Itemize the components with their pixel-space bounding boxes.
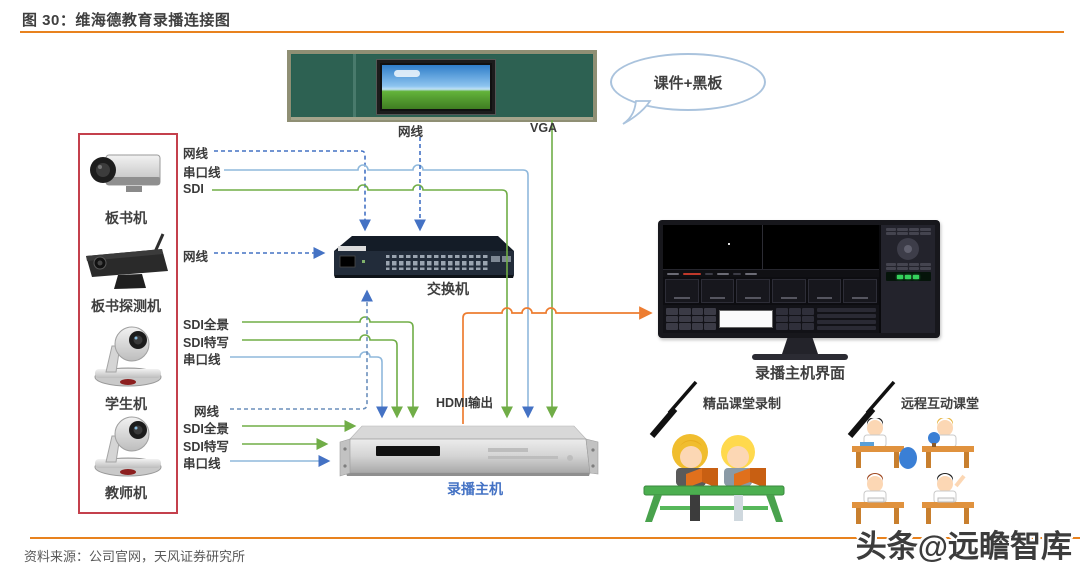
monitor-clock <box>885 272 931 281</box>
monitor-preview-panes <box>663 225 879 271</box>
cable-label-board-sdi: SDI <box>183 182 204 196</box>
line-board-sdi <box>212 184 513 419</box>
line-student-sdi-close <box>242 334 403 419</box>
figure-title: 图 30：维海德教育录播连接图 <box>22 12 231 29</box>
teacher-camera-label: 教师机 <box>105 485 147 501</box>
cable-label-board-net: 网线 <box>183 147 209 161</box>
monitor-stand <box>782 338 818 354</box>
footer-underline <box>30 537 1080 539</box>
cable-label-detector-net: 网线 <box>183 250 209 264</box>
watermark: 头条@远瞻智库 <box>855 529 1072 564</box>
line-teacher-net <box>230 289 373 410</box>
line-board-serial <box>224 164 534 419</box>
cable-flash-icon-remote <box>847 380 896 438</box>
classroom-illustration-recording <box>643 434 785 522</box>
speech-bubble-tail-icon <box>622 100 652 125</box>
cable-label-board-serial: 串口线 <box>183 166 221 180</box>
cable-label-teacher-sdi-wide: SDI全景 <box>183 422 229 436</box>
line-board-net <box>214 150 371 232</box>
line-student-serial <box>230 351 388 419</box>
cable-flash-icon-recording <box>649 380 698 438</box>
cable-label-blackboard-net: 网线 <box>398 125 424 139</box>
board-camera-label: 板书机 <box>105 210 147 226</box>
monitor-label: 录播主机界面 <box>754 365 845 382</box>
monitor-remote-panel <box>881 225 935 333</box>
cable-label-blackboard-vga: VGA <box>530 121 558 135</box>
board-camera-icon <box>90 154 161 192</box>
classroom-illustration-remote <box>852 418 974 524</box>
monitor-status-bar <box>663 270 879 277</box>
cable-label-teacher-sdi-close: SDI特写 <box>183 440 229 454</box>
recorder-label: 录播主机 <box>447 481 503 497</box>
title-underline <box>20 31 1064 33</box>
monitor-thumbnails <box>663 276 879 305</box>
monitor-screen <box>663 225 935 333</box>
scene-label-remote: 远程互动课堂 <box>901 396 980 411</box>
monitor-screen-main <box>663 225 879 333</box>
monitor-image <box>658 220 940 338</box>
board-detector-label: 板书探测机 <box>91 298 161 314</box>
cable-label-hdmi-out: HDMI输出 <box>436 396 493 410</box>
scene-label-recording: 精品课堂录制 <box>703 396 782 411</box>
red-device-box <box>78 133 178 514</box>
teacher-camera-icon <box>94 416 162 477</box>
monitor-display-window <box>719 310 773 328</box>
blackboard-panel-divider <box>353 54 356 118</box>
cable-label-student-serial: 串口线 <box>183 353 221 367</box>
source-note: 资料来源：公司官网，天风证券研究所 <box>24 549 246 564</box>
monitor-base <box>752 354 848 360</box>
blackboard-tray <box>291 117 593 120</box>
network-switch-icon <box>334 236 514 278</box>
student-camera-label: 学生机 <box>105 396 147 412</box>
switch-label: 交换机 <box>427 281 469 297</box>
line-student-sdi-wide <box>242 316 419 419</box>
monitor-control-panel <box>663 305 879 333</box>
recorder-icon <box>339 425 599 477</box>
blackboard <box>287 50 597 122</box>
monitor-dpad <box>897 238 919 260</box>
wallpaper-cloud <box>394 70 420 77</box>
board-detector-icon <box>86 233 168 289</box>
blackboard-screen <box>377 60 495 114</box>
cable-label-teacher-serial: 串口线 <box>183 457 221 471</box>
student-camera-icon <box>94 326 162 387</box>
speech-bubble-text: 课件+黑板 <box>653 74 723 92</box>
cable-label-student-sdi-wide: SDI全景 <box>183 318 229 332</box>
